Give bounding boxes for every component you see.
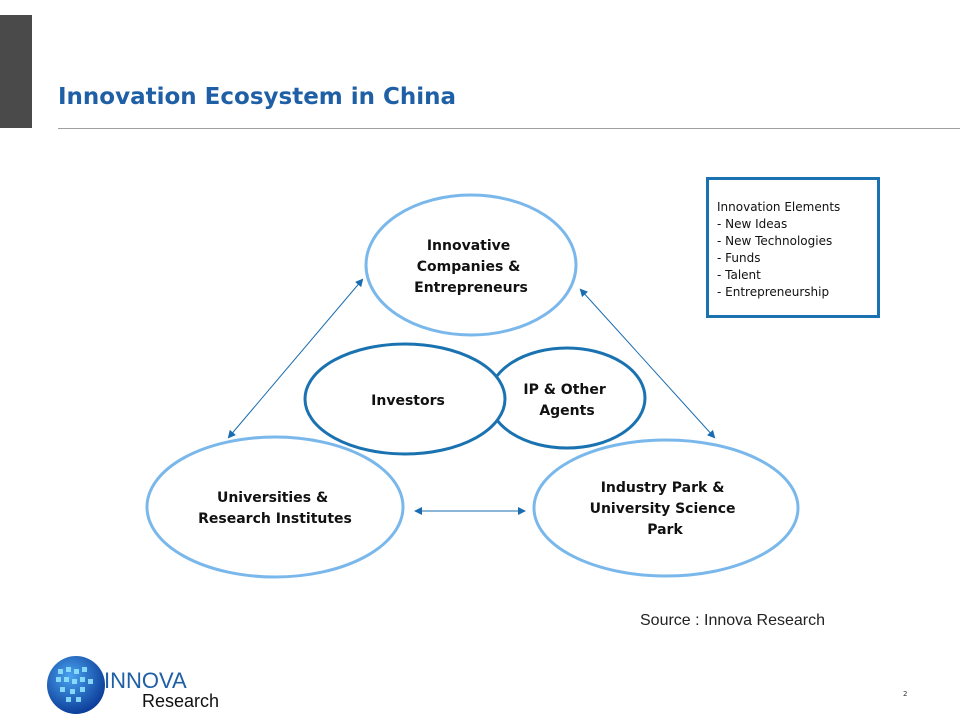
- arrow-companies-industry: [579, 288, 716, 439]
- page-number: 2: [903, 690, 908, 698]
- source-note: Source : Innova Research: [640, 612, 825, 629]
- box-heading: Innovation Elements: [717, 200, 841, 214]
- box-item: - Entrepreneurship: [717, 285, 830, 299]
- slide-title: Innovation Ecosystem in China: [58, 84, 457, 110]
- accent-bar: [0, 15, 32, 128]
- svg-text:INNOVA: INNOVA: [104, 668, 187, 693]
- label-companies: Innovative Companies & Entrepreneurs: [414, 238, 528, 296]
- box-item: - New Technologies: [717, 234, 833, 248]
- node-universities: [145, 435, 405, 579]
- label-industry-park: Industry Park & University Science Park: [590, 480, 741, 538]
- node-industry-park: [532, 438, 800, 578]
- innovation-elements-box: Innovation Elements - New Ideas - New Te…: [706, 177, 880, 318]
- node-ip-agents: [487, 346, 647, 450]
- label-universities: Universities & Research Institutes: [198, 490, 352, 527]
- innova-logo: INNOVA Research: [47, 656, 219, 714]
- box-item: - New Ideas: [717, 217, 788, 231]
- node-companies: [364, 193, 578, 337]
- arrow-companies-universities: [227, 278, 364, 439]
- box-item: - Talent: [717, 268, 761, 282]
- globe-icon: [47, 656, 105, 714]
- box-item: - Funds: [717, 251, 761, 265]
- label-ip-agents: IP & Other Agents: [523, 382, 610, 419]
- node-investors: [303, 342, 507, 456]
- svg-text:Research: Research: [142, 691, 219, 711]
- label-investors: Investors: [371, 393, 445, 409]
- title-divider: [58, 128, 960, 129]
